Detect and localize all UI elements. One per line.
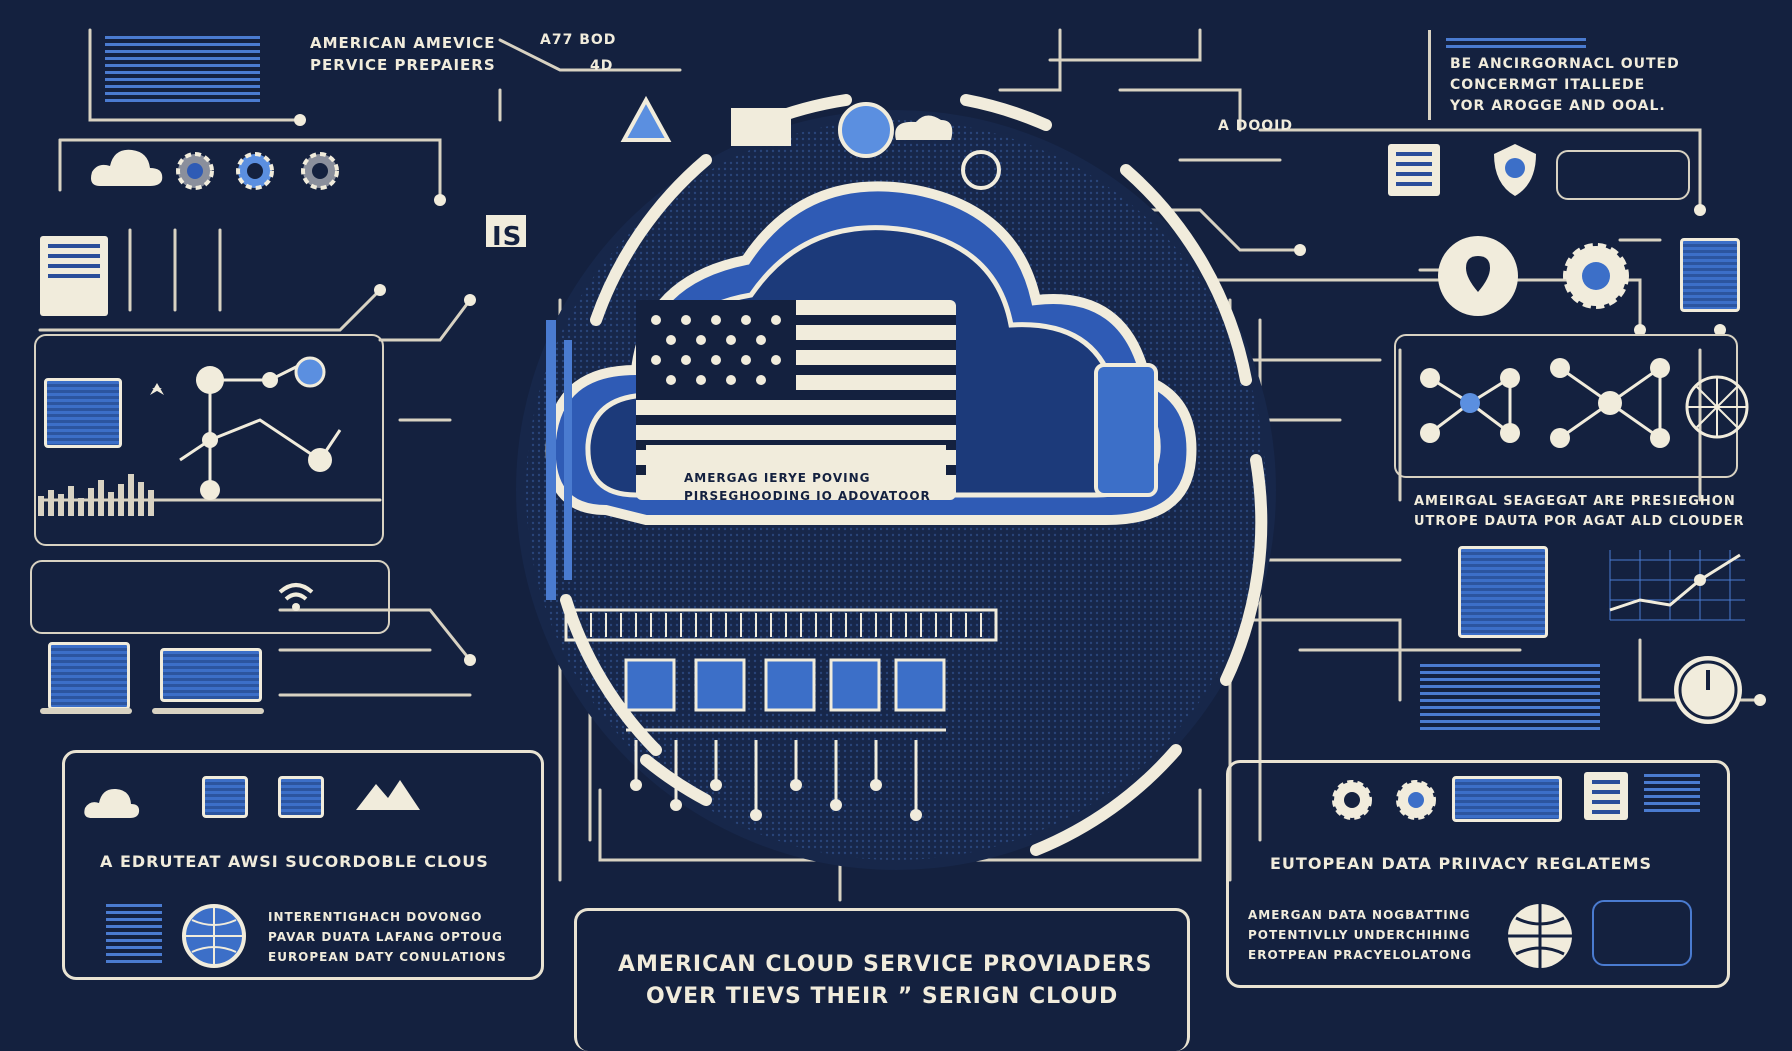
network-icon [1420,358,1670,448]
clock-icon [1674,656,1742,724]
shield-icon [1494,144,1536,196]
panel-icon [278,776,324,818]
top-left-title-2: PERVICE PREPAIERS [310,56,496,74]
gear-icon [236,152,274,190]
top-code-sub: 4D [590,58,614,74]
right-mid-caption-2: UTROPE DAUTA POR AGAT ALD CLOUDER [1414,514,1745,529]
infographic-canvas: AMERICAN AMEVICE PERVICE PREPAIERS A77 B… [30,28,1766,1051]
cloud-caption-1: AMERGAG IERYE POVING [684,471,871,485]
chart-icon [38,474,154,516]
right-small-label: A DOOID [1218,118,1293,134]
left-box-title: A EDRUTEAT AWSI SUCORDOBLE CLOUS [100,852,489,871]
bottom-center-title-2: OVER TIEVS THEIR ” SERIGN CLOUD [646,984,1119,1009]
gear-icon [1563,243,1629,309]
right-box-text-1: AMERGAN DATA NOGBATTING [1248,908,1471,922]
right-box-text-2: POTENTIVLLY UNDERCHIHING [1248,928,1471,942]
monitor-icon [44,378,122,448]
document-icon [1584,772,1628,820]
central-emblem [486,94,1276,870]
cloud-icon [91,149,163,186]
top-left-title-1: AMERICAN AMEVICE [310,34,496,52]
left-box-bars [106,904,162,966]
top-right-bars [1446,38,1586,48]
top-right-divider [1428,30,1431,120]
grid-panel-icon [1458,546,1548,638]
document-icon [40,236,108,316]
right-mid-caption-1: AMEIRGAL SEAGEGAT ARE PRESIEGHON [1414,494,1736,509]
right-list-bars [1420,664,1600,734]
gear-icon [1396,780,1436,820]
left-mid-strip [30,560,390,634]
gear-icon [176,152,214,190]
right-box-screen [1592,900,1692,966]
globe-icon [1508,904,1572,968]
right-box-text-3: EROTPEAN PRACYELOLATONG [1248,948,1473,962]
document-icon [1388,144,1440,196]
center-box-label: IS [492,222,523,252]
chart-icon [356,780,420,810]
cloud-caption-2: PIRSEGHOODING IO ADOVATOOR [684,489,931,503]
left-network-panel [34,334,384,546]
left-info-box [62,750,544,980]
right-info-box [1226,760,1730,988]
target-icon [1438,236,1518,316]
laptop-base [152,708,264,714]
top-left-bars [105,36,260,106]
top-code: A77 BOD [540,32,617,48]
gear-icon [301,152,339,190]
chart-icon [1609,550,1745,621]
bottom-center-title-1: AMERICAN CLOUD SERVICE PROVIADERS [618,952,1153,977]
gear-icon [1332,780,1372,820]
left-box-text-1: INTERENTIGHACH DOVONGO [268,910,483,924]
toggle-panel [1556,150,1690,200]
left-box-text-3: EUROPEAN DATY CONULATIONS [268,950,507,964]
cloud-icon [84,788,140,818]
left-box-text-2: PAVAR DUATA LAFANG OPTOUG [268,930,503,944]
tablet-icon [1680,238,1740,312]
globe-icon [182,904,246,968]
laptop-icon [48,642,130,710]
target-icon [1685,375,1749,439]
right-box-title: EUTOPEAN DATA PRIIVACY REGLATEMS [1270,854,1653,873]
panel-icon [1452,776,1562,822]
panel-icon [202,776,248,818]
bottom-center-box [574,908,1190,1051]
top-right-notice-3: YOR AROGGE AND OOAL. [1450,98,1666,114]
laptop-base [40,708,132,714]
right-box-bars [1644,774,1700,814]
wifi-icon [278,583,314,611]
top-right-notice-1: BE ANCIRGORNACL OUTED [1450,56,1680,72]
top-right-notice-2: CONCERMGT ITALLEDE [1450,77,1646,93]
laptop-icon [160,648,262,702]
network-icon [150,356,342,500]
